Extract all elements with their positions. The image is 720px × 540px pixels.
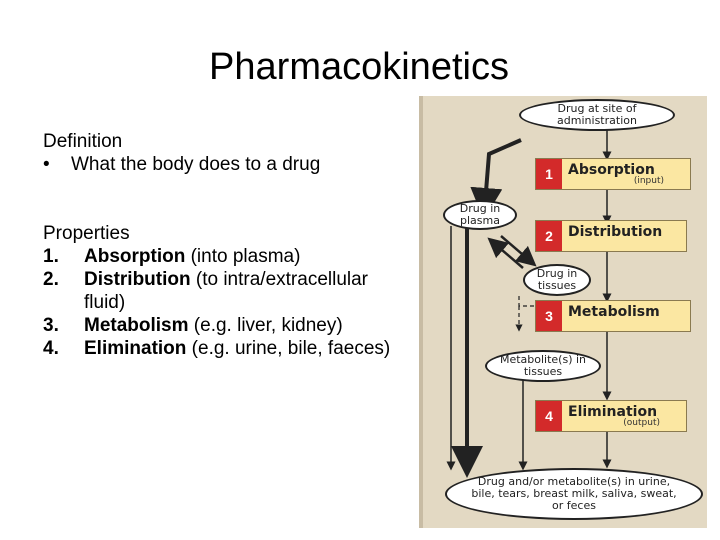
step-absorption: 1 Absorption (input) <box>535 158 691 190</box>
step-elimination: 4 Elimination (output) <box>535 400 687 432</box>
pharmacokinetics-diagram: Drug at site of administration 1 Absorpt… <box>419 96 707 528</box>
property-item: 3. Metabolism (e.g. liver, kidney) <box>43 315 343 336</box>
property-term: Absorption <box>84 246 186 267</box>
property-item: 4. Elimination (e.g. urine, bile, faeces… <box>43 338 391 359</box>
excretion-oval: Drug and/or metabolite(s) in urine, bile… <box>445 468 703 520</box>
property-item: 2. Distribution (to intra/extracellular … <box>43 269 369 313</box>
property-term: Elimination <box>84 338 187 359</box>
definition-text: What the body does to a drug <box>71 154 321 175</box>
metabolites-in-tissues-oval: Metabolite(s) in tissues <box>485 350 601 382</box>
step-distribution: 2 Distribution <box>535 220 687 252</box>
property-detail: (e.g. urine, bile, faeces) <box>186 338 391 359</box>
drug-in-plasma-oval: Drug in plasma <box>443 200 517 230</box>
slide-title: Pharmacokinetics <box>209 46 509 88</box>
slide-body: Definition • What the body does to a dru… <box>43 130 403 360</box>
property-term: Distribution <box>84 269 191 290</box>
step-metabolism: 3 Metabolism <box>535 300 691 332</box>
property-detail: (to intra/extracellular fluid) <box>84 269 369 313</box>
definition-bullet: • What the body does to a drug <box>43 153 403 176</box>
property-term: Metabolism <box>84 315 189 336</box>
drug-in-tissues-oval: Drug in tissues <box>523 264 591 296</box>
diagram-arrows <box>446 126 612 478</box>
properties-heading: Properties <box>43 223 130 244</box>
site-of-administration-oval: Drug at site of administration <box>519 99 675 131</box>
definition-heading: Definition <box>43 131 123 152</box>
property-detail: (e.g. liver, kidney) <box>188 315 343 336</box>
property-item: 1. Absorption (into plasma) <box>43 246 301 267</box>
bullet-marker: • <box>43 154 50 175</box>
property-detail: (into plasma) <box>185 246 301 267</box>
